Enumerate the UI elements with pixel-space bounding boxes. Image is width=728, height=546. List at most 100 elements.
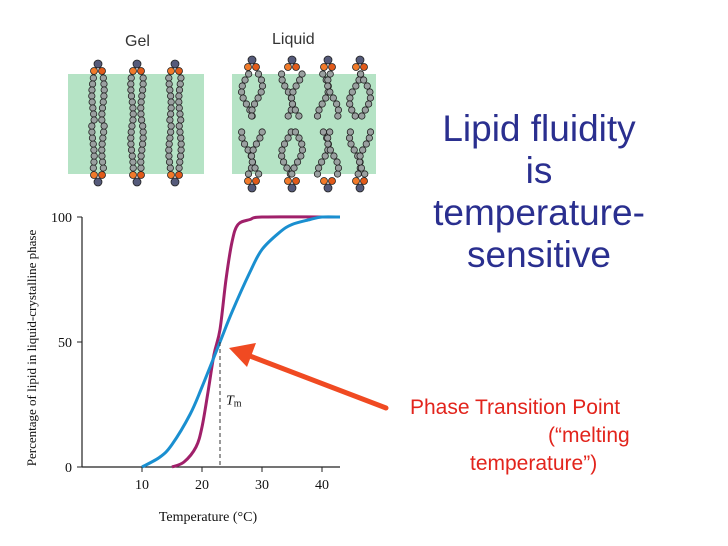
lipid-bead [176, 158, 184, 166]
lipid-bead [360, 76, 368, 84]
lipid-bead [298, 70, 306, 78]
lipid-bead [127, 140, 135, 148]
lipid-bead [238, 134, 246, 142]
lipid-bead [167, 104, 175, 112]
liquid-lipid-chains [237, 55, 375, 193]
lipid-bead [129, 158, 137, 166]
lipid-bead [139, 86, 147, 94]
lipid-bead [347, 140, 355, 148]
lipid-bead [356, 152, 364, 160]
lipid-bead [244, 170, 253, 178]
annotation-layer: Tm [219, 342, 242, 467]
callout-line-2: (“melting [548, 424, 630, 447]
lipid-bead [170, 59, 180, 69]
lipid-bead [346, 100, 354, 108]
lipid-bead [129, 104, 137, 112]
lipid-bead [295, 112, 303, 120]
lipid-bead [252, 63, 260, 71]
lipid-bead [365, 100, 373, 108]
lipid-bead [167, 110, 175, 118]
axes [81, 217, 340, 468]
lipid-bead [99, 98, 107, 106]
lipid-bead [90, 110, 98, 118]
lipid-bead [333, 158, 341, 166]
lipid-bead [98, 146, 106, 154]
lipid-bead [258, 82, 267, 90]
lipid-bead [366, 128, 375, 136]
lipid-bead [177, 116, 185, 124]
lipid-bead [352, 82, 360, 90]
lipid-bead [98, 110, 106, 118]
lipid-bead [166, 134, 174, 142]
lipid-bead [292, 82, 300, 90]
lipid-bead [127, 92, 136, 100]
lipid-bead [177, 74, 185, 82]
lipid-bead [244, 63, 252, 71]
lipid-bead [137, 110, 145, 118]
lipid-bead [298, 140, 306, 148]
lipid-bead [88, 128, 96, 136]
lipid-bead [139, 122, 147, 130]
lipid-bead [240, 140, 249, 148]
lipid-bead [177, 146, 185, 154]
lipid-bead [100, 80, 108, 88]
lipid-bead [137, 158, 145, 166]
lipid-bead [357, 70, 365, 78]
y-tick-label: 0 [65, 461, 72, 476]
lipid-bead [167, 122, 175, 130]
lipid-bead [98, 104, 107, 112]
lipid-bead [175, 67, 183, 75]
lipid-bead [346, 94, 354, 102]
lipid-bead [127, 80, 135, 88]
lipid-bead [281, 82, 289, 90]
lipid-bead [100, 122, 108, 130]
lipid-bead [99, 134, 107, 142]
lipid-bead [328, 63, 336, 71]
transition-callout: Phase Transition Point (“melting tempera… [398, 394, 708, 478]
lipid-bead [165, 152, 173, 160]
lipid-bead [177, 134, 185, 142]
lipid-bead [167, 67, 175, 75]
lipid-bead [280, 140, 289, 148]
lipid-bead [356, 158, 364, 166]
title-line-3: temperature- [433, 192, 645, 233]
lipid-bead [89, 140, 97, 148]
tm-subscript: m [234, 399, 242, 410]
lipid-bead [296, 76, 304, 84]
lipid-bead [334, 106, 343, 114]
lipid-bead [127, 74, 135, 82]
lipid-bead [284, 63, 292, 71]
lipid-bead [165, 74, 173, 82]
lipid-bead [345, 134, 354, 142]
lipid-bead [100, 92, 108, 100]
x-axis-label: Temperature (°C) [159, 510, 258, 525]
lipid-bead [88, 86, 96, 94]
lipid-bead [98, 140, 106, 148]
lipid-bead [320, 177, 328, 185]
lipid-bead [176, 128, 184, 136]
lipid-bead [137, 152, 145, 160]
lipid-bead [128, 122, 136, 130]
lipid-bead [365, 134, 373, 142]
lipid-bead [278, 146, 286, 154]
lipid-bead [258, 128, 266, 136]
lipid-bead [361, 170, 369, 178]
lipid-bead [323, 55, 333, 65]
lipid-bead [352, 177, 360, 185]
lipid-bead [321, 152, 329, 160]
lipid-bead [98, 67, 106, 75]
lipid-bead [358, 112, 366, 120]
lipid-bead [176, 80, 184, 88]
lipid-bead [127, 146, 136, 154]
lipid-bead [247, 55, 257, 65]
lipid-bead [284, 134, 292, 142]
lipid-bead [292, 177, 300, 185]
lipid-bead [175, 122, 183, 130]
lipid-bead [139, 74, 147, 82]
lipid-bead [257, 88, 265, 96]
lipid-bead [360, 63, 368, 71]
lipid-bead [318, 100, 326, 108]
lipid-bead [355, 55, 365, 65]
